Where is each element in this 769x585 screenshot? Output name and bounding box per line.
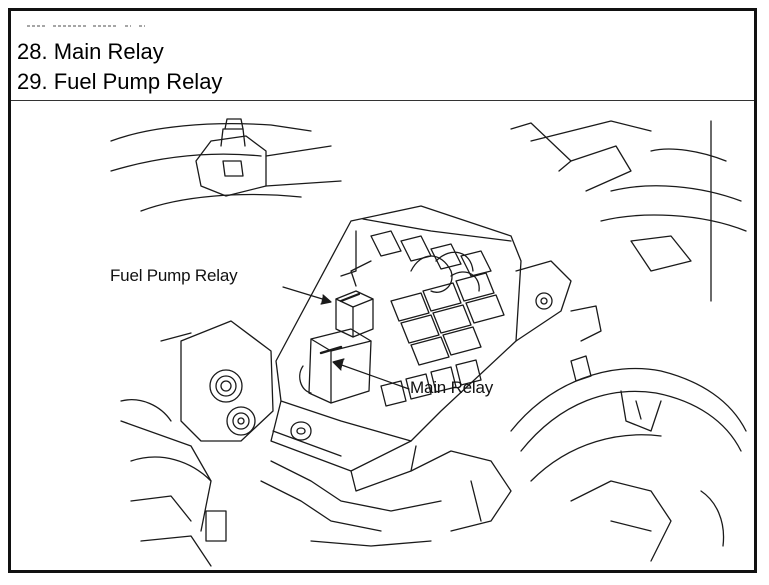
cropped-header-fragment (27, 25, 145, 27)
legend-item-main-relay: 28. Main Relay (17, 39, 164, 64)
body-panel-left (120, 320, 274, 567)
frame-rail-lower (260, 450, 512, 547)
legend-header: 28. Main Relay 29. Fuel Pump Relay (11, 11, 754, 101)
strut-assembly-right (510, 355, 747, 562)
main-relay-leader (335, 362, 410, 390)
fuel-pump-relay-leader (282, 286, 330, 302)
fuel-pump-relay-arrowhead (320, 294, 332, 305)
body-panel-upper-left (110, 118, 342, 212)
main-relay-arrowhead (332, 358, 345, 371)
legend-item-fuel-pump-relay: 29. Fuel Pump Relay (17, 69, 223, 94)
figure-frame: 28. Main Relay 29. Fuel Pump Relay (8, 8, 757, 573)
relay-box-drawing (110, 118, 747, 567)
callout-leaders (282, 286, 410, 390)
main-relay-part (299, 328, 372, 404)
callout-main-relay: Main Relay (410, 378, 494, 397)
fuel-pump-relay-part (335, 290, 374, 338)
fuse-relay-box (270, 205, 602, 492)
engine-bay-illustration: Fuel Pump Relay Main Relay (11, 101, 754, 570)
callout-fuel-pump-relay: Fuel Pump Relay (110, 266, 238, 285)
body-panel-upper-right (510, 120, 747, 302)
